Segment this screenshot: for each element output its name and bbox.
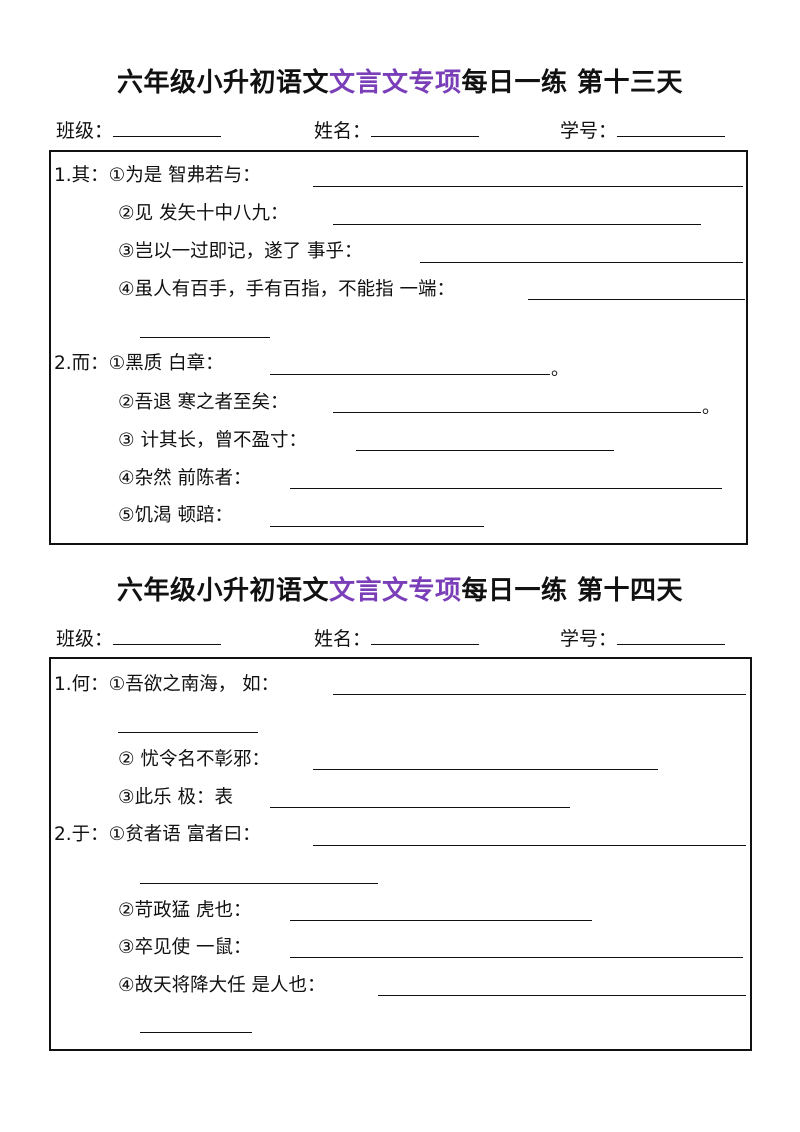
name-blank[interactable] — [371, 628, 480, 645]
answer-blank[interactable] — [313, 845, 746, 846]
question-text: ①黑质 白章： — [108, 353, 224, 374]
question-text: ③此乐 极：表 — [118, 787, 233, 808]
id-blank[interactable] — [617, 628, 726, 645]
answer-blank-continued[interactable] — [140, 337, 270, 338]
answer-blank[interactable] — [290, 920, 592, 921]
question-line: ③ 计其长，曾不盈寸： — [118, 427, 307, 455]
class-label: 班级： — [56, 120, 114, 142]
class-field: 班级： — [56, 116, 222, 143]
question-text: ①吾欲之南海， 如： — [108, 674, 280, 695]
exercise-box — [49, 657, 752, 1051]
title-prefix: 六年级小升初语文 — [116, 576, 329, 606]
question-line: ④故天将降大任 是人也： — [118, 972, 325, 1000]
question-line: 1.其：①为是 智弗若与： — [54, 162, 261, 190]
title-highlight: 文言文专项 — [328, 68, 462, 98]
question-text: ①为是 智弗若与： — [108, 165, 261, 186]
answer-blank-continued[interactable] — [118, 732, 258, 733]
title-suffix: 每日一练 第十四天 — [461, 576, 684, 606]
id-label: 学号： — [560, 120, 618, 142]
class-blank[interactable] — [113, 628, 222, 645]
question-text: ③ 计其长，曾不盈寸： — [118, 430, 307, 451]
id-field: 学号： — [560, 624, 726, 651]
question-number: 1.其： — [54, 165, 109, 186]
question-line: ③岂以一过即记，遂了 事乎： — [118, 238, 362, 266]
name-field: 姓名： — [314, 624, 480, 651]
period-mark: 。 — [551, 359, 569, 380]
id-blank[interactable] — [617, 120, 726, 137]
class-label: 班级： — [56, 628, 114, 650]
question-text: ② 忧令名不彰邪： — [118, 749, 270, 770]
answer-blank[interactable] — [290, 957, 743, 958]
question-line: ④虽人有百手，手有百指，不能指 一端： — [118, 276, 455, 304]
question-number: 2.而： — [54, 353, 109, 374]
question-text: ②吾退 寒之者至矣： — [118, 392, 289, 413]
class-blank[interactable] — [113, 120, 222, 137]
answer-blank[interactable] — [333, 412, 701, 413]
answer-blank[interactable] — [333, 224, 701, 225]
answer-blank-continued[interactable] — [140, 1032, 252, 1033]
question-text: ④虽人有百手，手有百指，不能指 一端： — [118, 279, 455, 300]
question-text: ③卒见使 一鼠： — [118, 937, 252, 958]
name-label: 姓名： — [314, 120, 372, 142]
answer-blank[interactable] — [420, 262, 743, 263]
question-text: ③岂以一过即记，遂了 事乎： — [118, 241, 363, 262]
section-title: 六年级小升初语文文言文专项每日一练 第十四天 — [0, 570, 800, 607]
question-text: ④杂然 前陈者： — [118, 468, 252, 489]
section-title: 六年级小升初语文文言文专项每日一练 第十三天 — [0, 62, 800, 99]
id-label: 学号： — [560, 628, 618, 650]
answer-blank[interactable] — [313, 769, 658, 770]
question-line: 1.何：①吾欲之南海， 如： — [54, 671, 279, 699]
question-line: ②吾退 寒之者至矣： — [118, 389, 288, 417]
answer-blank[interactable] — [356, 450, 614, 451]
id-field: 学号： — [560, 116, 726, 143]
question-text: ②见 发矢十中八九： — [118, 203, 289, 224]
question-line: ②苛政猛 虎也： — [118, 897, 251, 925]
name-field: 姓名： — [314, 116, 480, 143]
question-text: ④故天将降大任 是人也： — [118, 975, 326, 996]
question-number: 1.何： — [54, 674, 109, 695]
question-line: ③此乐 极：表 — [118, 784, 233, 812]
answer-blank[interactable] — [290, 488, 722, 489]
name-blank[interactable] — [371, 120, 480, 137]
question-text: ①贫者语 富者曰： — [108, 824, 261, 845]
question-line: ④杂然 前陈者： — [118, 465, 251, 493]
question-line: ② 忧令名不彰邪： — [118, 746, 270, 774]
class-field: 班级： — [56, 624, 222, 651]
title-suffix: 每日一练 第十三天 — [461, 68, 684, 98]
period-mark: 。 — [702, 397, 720, 418]
question-number: 2.于： — [54, 824, 109, 845]
answer-blank[interactable] — [378, 995, 746, 996]
answer-blank[interactable] — [270, 526, 484, 527]
name-label: 姓名： — [314, 628, 372, 650]
answer-blank[interactable] — [313, 186, 743, 187]
answer-blank[interactable] — [333, 694, 746, 695]
answer-blank[interactable] — [270, 807, 570, 808]
answer-blank-continued[interactable] — [140, 883, 378, 884]
question-text: ⑤饥渴 顿踣： — [118, 505, 233, 526]
question-line: ③卒见使 一鼠： — [118, 934, 251, 962]
answer-blank[interactable] — [528, 299, 745, 300]
question-line: 2.而：①黑质 白章： — [54, 350, 224, 378]
answer-blank[interactable] — [270, 374, 550, 375]
exercise-box — [49, 150, 748, 545]
title-highlight: 文言文专项 — [328, 576, 462, 606]
question-line: ②见 发矢十中八九： — [118, 200, 288, 228]
question-line: ⑤饥渴 顿踣： — [118, 502, 233, 530]
title-prefix: 六年级小升初语文 — [116, 68, 329, 98]
question-text: ②苛政猛 虎也： — [118, 900, 252, 921]
question-line: 2.于：①贫者语 富者曰： — [54, 821, 261, 849]
